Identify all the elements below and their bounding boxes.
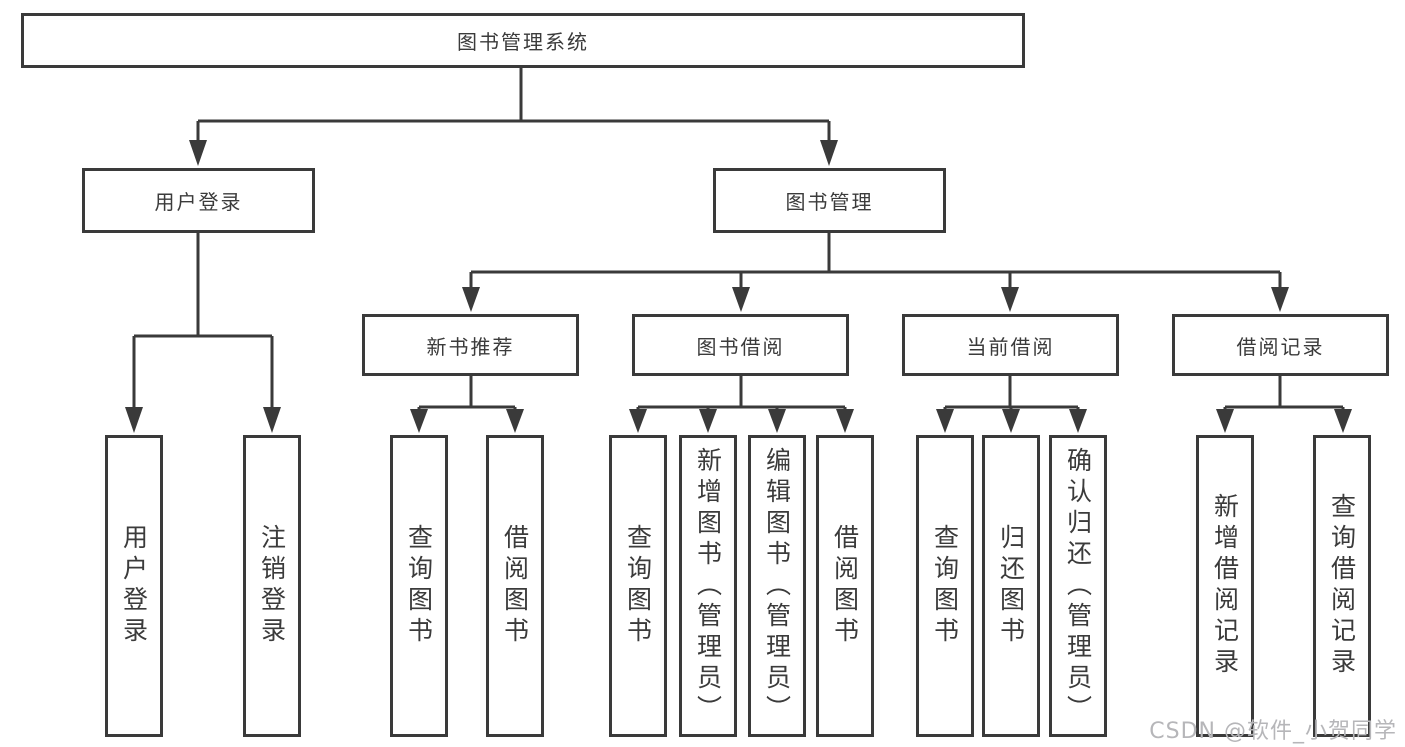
node-current-borrowing: 当前借阅 xyxy=(902,314,1119,376)
node-borrow-books-leaf: 借阅图书 xyxy=(816,435,874,737)
node-label: 编辑图书（管理员） xyxy=(762,446,792,726)
node-label: 查询借阅记录 xyxy=(1327,493,1357,679)
node-add-borrow-record: 新增借阅记录 xyxy=(1196,435,1254,737)
node-label: 归还图书 xyxy=(996,524,1026,648)
node-label: 新增借阅记录 xyxy=(1210,493,1240,679)
node-query-borrow-record: 查询借阅记录 xyxy=(1313,435,1371,737)
node-user-login: 用户登录 xyxy=(82,168,315,233)
node-label: 确认归还（管理员） xyxy=(1063,446,1093,726)
node-book-borrowing: 图书借阅 xyxy=(632,314,849,376)
node-book-management: 图书管理 xyxy=(713,168,946,233)
node-label: 借阅图书 xyxy=(830,524,860,648)
node-return-books: 归还图书 xyxy=(982,435,1040,737)
node-label: 新增图书（管理员） xyxy=(693,446,723,726)
node-logout-leaf: 注销登录 xyxy=(243,435,301,737)
node-query-books-borrowing: 查询图书 xyxy=(609,435,667,737)
node-label: 查询图书 xyxy=(623,524,653,648)
node-label: 查询图书 xyxy=(930,524,960,648)
node-confirm-return-admin: 确认归还（管理员） xyxy=(1049,435,1107,737)
node-label: 注销登录 xyxy=(257,524,287,648)
node-edit-books-admin: 编辑图书（管理员） xyxy=(748,435,806,737)
node-query-books-recommend: 查询图书 xyxy=(390,435,448,737)
node-new-book-recommendation: 新书推荐 xyxy=(362,314,579,376)
node-label: 借阅图书 xyxy=(500,524,530,648)
node-label: 查询图书 xyxy=(404,524,434,648)
node-query-books-current: 查询图书 xyxy=(916,435,974,737)
node-borrow-books-recommend: 借阅图书 xyxy=(486,435,544,737)
node-user-login-leaf: 用户登录 xyxy=(105,435,163,737)
node-root-system: 图书管理系统 xyxy=(21,13,1025,68)
node-borrowing-records: 借阅记录 xyxy=(1172,314,1389,376)
csdn-watermark: CSDN @软件_小贺同学 xyxy=(1149,719,1397,744)
node-add-books-admin: 新增图书（管理员） xyxy=(679,435,737,737)
node-label: 用户登录 xyxy=(119,524,149,648)
